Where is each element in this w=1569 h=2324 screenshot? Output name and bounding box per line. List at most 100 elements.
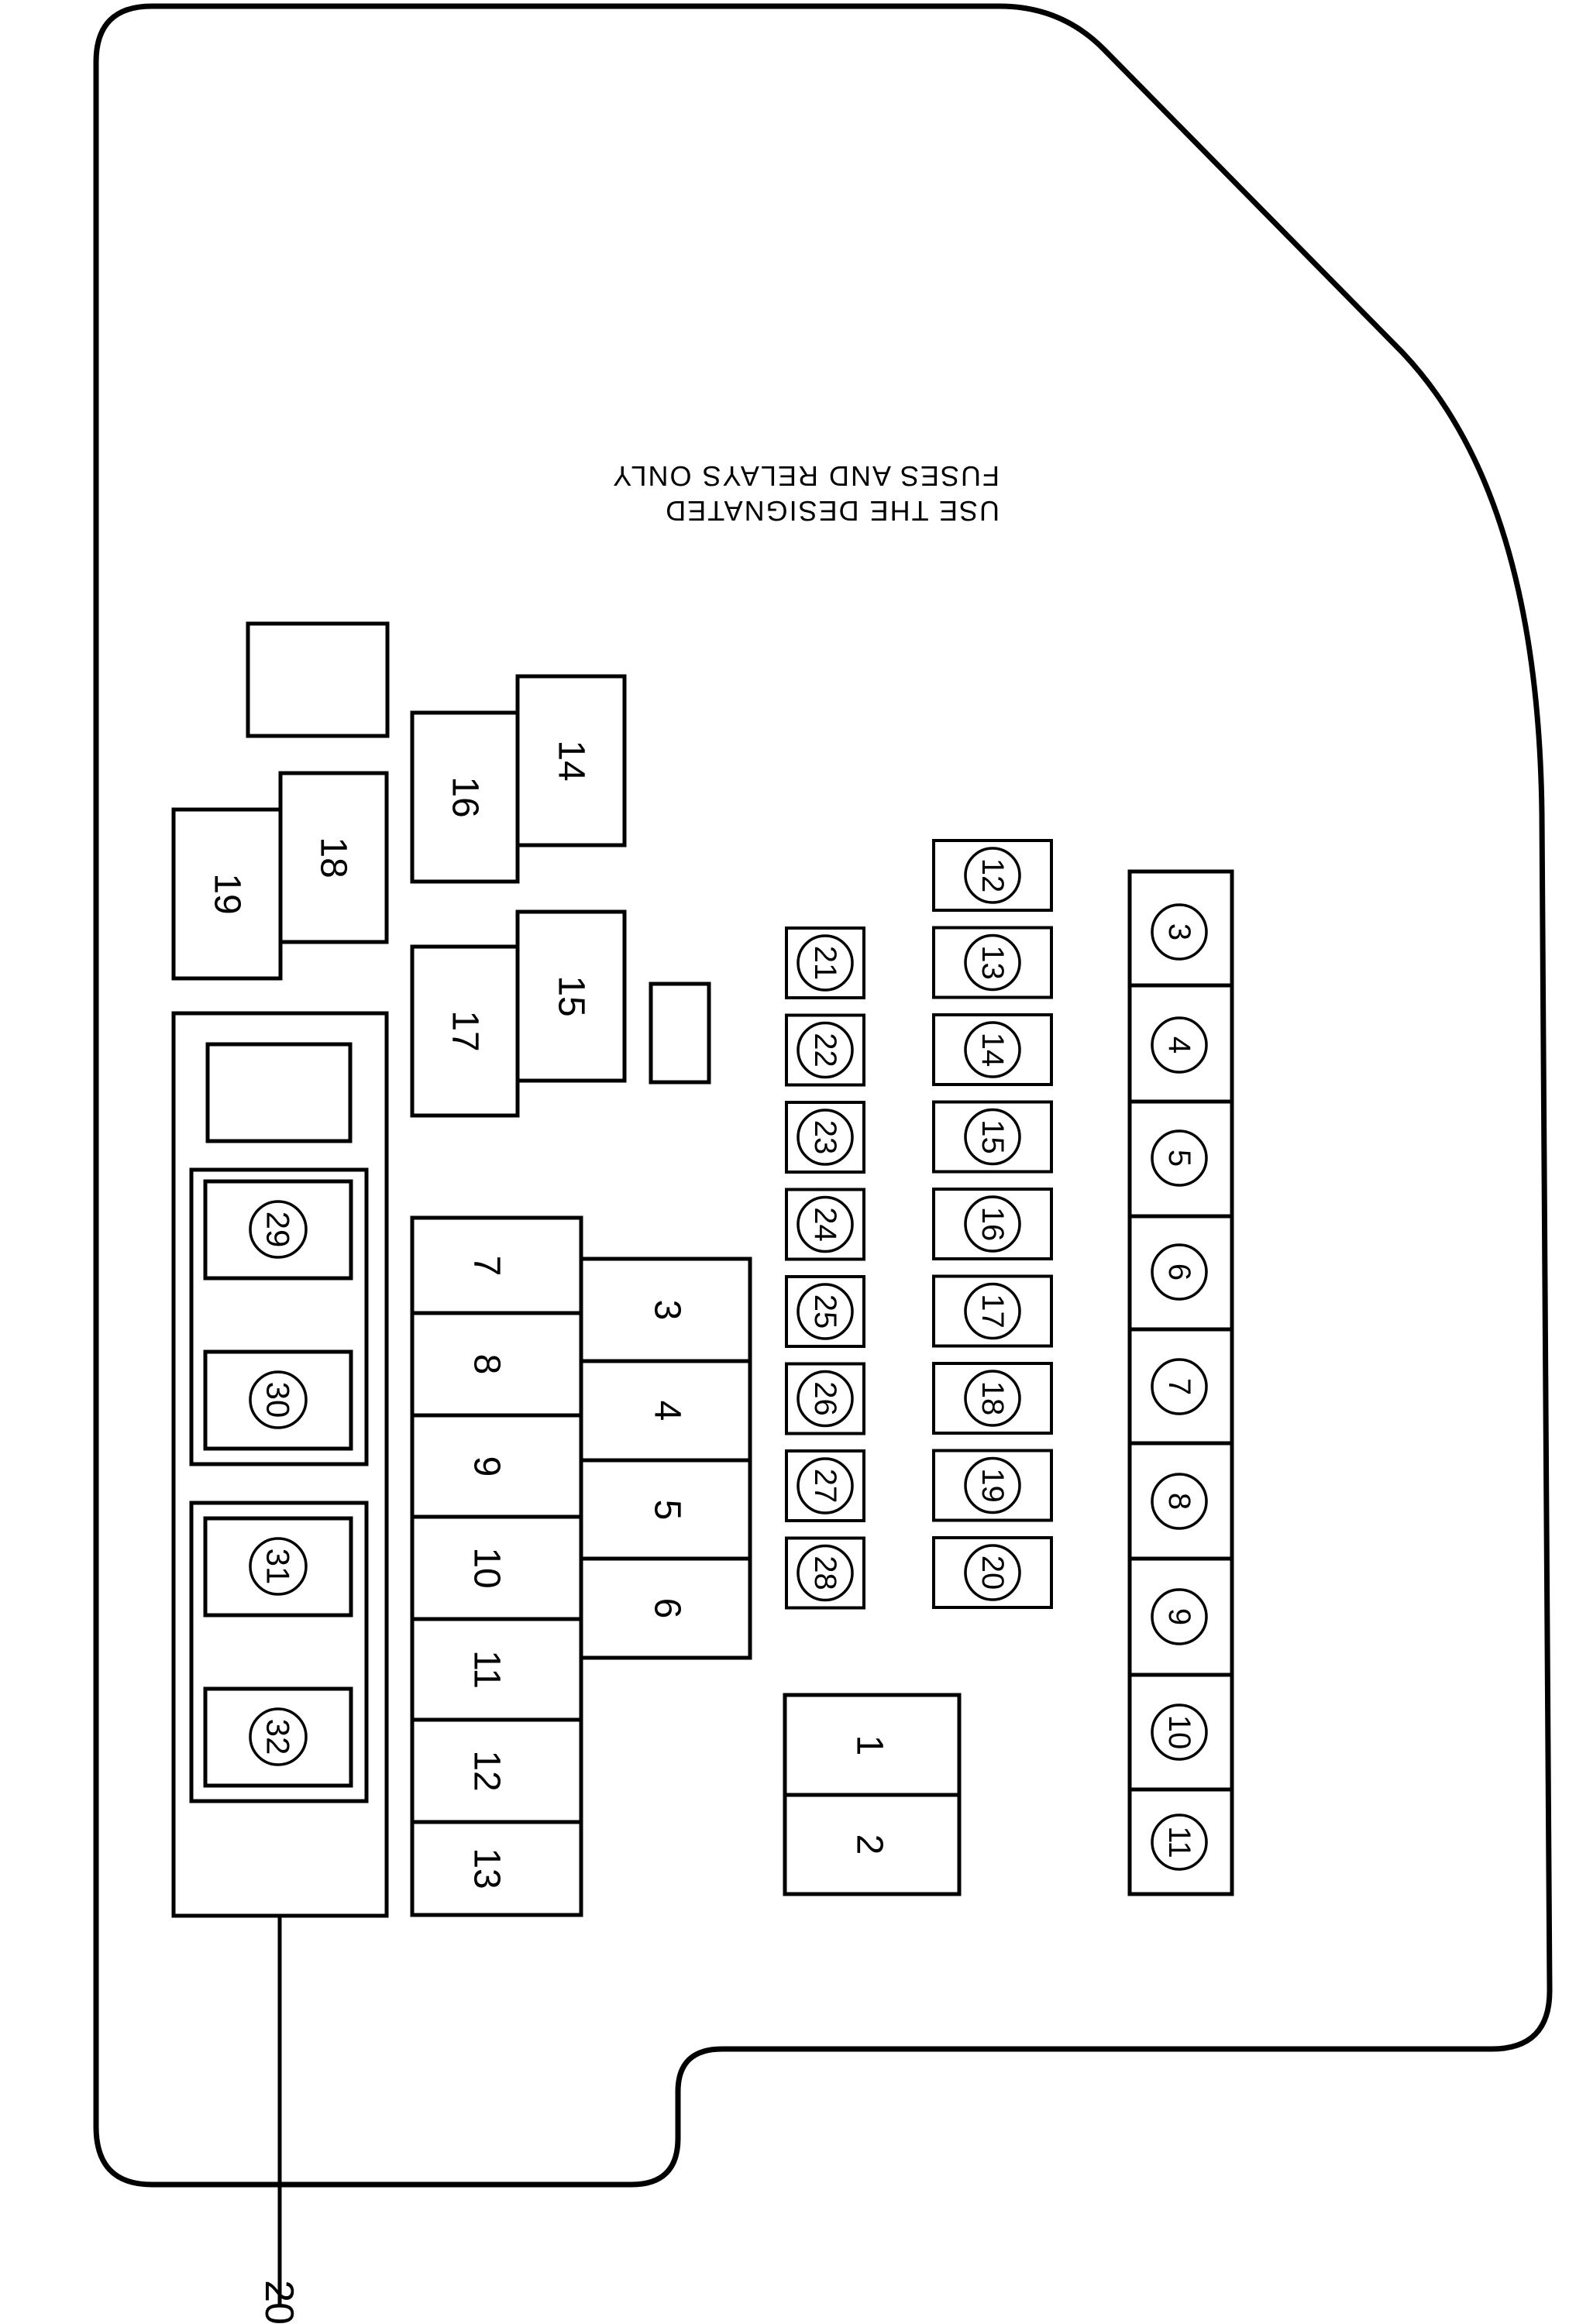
mini-fuse-c4-label: 4 [1162,1037,1196,1054]
relay-14: 14 [515,674,627,847]
mini-fuse-b18-label: 18 [975,1381,1010,1416]
mini-fuse-c10-label: 10 [1162,1715,1196,1750]
fuse-3-label: 3 [647,1300,688,1321]
relay-17-label: 17 [445,1010,486,1051]
mini-fuse-b12-label-ring [964,847,1021,904]
block-fuse-32-label: 32 [260,1719,297,1755]
main-fuse-block [783,1693,962,1896]
warning-line-1: USE THE DESIGNATED [664,495,1000,527]
mini-fuse-22-label-ring [797,1021,854,1079]
mini-fuse-c6-label: 6 [1162,1263,1196,1281]
relay-15: 15 [515,909,627,1083]
mini-fuse-c11-label: 11 [1162,1826,1196,1858]
mini-fuse-25-label: 25 [808,1294,842,1329]
mini-fuse-b17-label-ring [964,1282,1021,1340]
mini-fuse-26-label-ring [797,1370,854,1428]
mini-fuse-b16-label-ring [964,1195,1021,1253]
fuse-5-label: 5 [647,1500,688,1521]
mini-fuse-28-label-ring [797,1544,854,1602]
blank-socket-top [246,621,390,738]
mini-fuse-c5-label-ring [1151,1129,1208,1187]
mini-fuse-27-label: 27 [808,1469,842,1504]
mini-fuse-c3-label: 3 [1162,923,1196,940]
fuse-11-label: 11 [466,1650,508,1689]
relay-16: 16 [410,710,520,884]
fuse-9-label: 9 [466,1456,508,1477]
main-fuse-2-label: 2 [849,1834,890,1855]
mini-fuse-b14-label: 14 [975,1033,1010,1067]
relay-19: 19 [171,807,283,981]
block-fuse-32-label-ring [249,1707,308,1766]
blank-socket-small [649,982,711,1085]
mini-fuse-b20-label: 20 [975,1556,1010,1590]
relay-18-label: 18 [313,837,354,878]
main-fuse-1-label: 1 [849,1735,890,1756]
fuse-13-label: 13 [466,1848,508,1889]
fuse-block-20: 29 30 31 32 [171,1011,389,1918]
mini-fuse-b13-label-ring [964,933,1021,992]
mini-fuse-24-label-ring [797,1195,854,1253]
mini-fuse-c5-label: 5 [1162,1150,1196,1167]
mini-fuse-b15-label: 15 [975,1119,1010,1154]
fuse-10-label: 10 [466,1547,508,1588]
fuse-box-outline [93,3,1553,2188]
mini-fuse-22-label: 22 [808,1033,842,1067]
fuse-column-mid [579,1257,752,1660]
relay-18: 18 [278,771,389,944]
mini-fuse-column-a: 21 22 23 24 25 26 27 28 [785,927,865,1610]
relay-15-label: 15 [551,975,592,1016]
fuse-column-left [410,1215,583,1917]
fuse-12-label: 12 [466,1750,508,1791]
callout-label-20: 20 [256,2280,301,2324]
mini-fuse-c4-label-ring [1151,1016,1208,1074]
mini-fuse-b18-label-ring [964,1370,1021,1427]
mini-fuse-c8-label: 8 [1162,1493,1196,1510]
mini-fuse-column-b: 12 13 14 15 16 17 18 19 20 [932,839,1053,1609]
mini-fuse-23-label-ring [797,1109,854,1166]
mini-fuse-b13-label: 13 [975,945,1010,980]
block-fuse-31-label-ring [249,1537,308,1596]
mini-fuse-b14-label-ring [964,1021,1021,1078]
mini-fuse-c11-label-ring [1151,1813,1208,1871]
fuse-8-label: 8 [466,1354,508,1375]
block-fuse-29-label: 29 [260,1212,297,1248]
fuse-4-label: 4 [647,1401,688,1422]
mini-fuse-27-label-ring [797,1457,854,1514]
mini-fuse-23-label: 23 [808,1120,842,1155]
mini-fuse-b15-label-ring [964,1108,1021,1166]
block-fuse-31-label: 31 [260,1549,297,1585]
block-fuse-30-label: 30 [260,1382,297,1418]
mini-fuse-26-label: 26 [808,1381,842,1416]
mini-fuse-21-label-ring [797,934,854,992]
warning-label: USE THE DESIGNATED FUSES AND RELAYS ONLY [611,460,1000,527]
mini-fuse-c9-label-ring [1151,1588,1208,1645]
mini-fuse-b12-label: 12 [975,858,1010,893]
mini-fuse-28-label: 28 [808,1556,842,1590]
mini-fuse-c7-label-ring [1151,1358,1208,1415]
mini-fuse-b20-label-ring [964,1544,1021,1601]
fuse-block-blank-socket [205,1042,353,1143]
mini-fuse-c8-label-ring [1151,1473,1208,1530]
mini-fuse-25-label-ring [797,1283,854,1340]
block-fuse-29-label-ring [249,1200,308,1259]
relay-14-label: 14 [551,740,592,781]
mini-fuse-b19-label: 19 [975,1468,1010,1503]
block-fuse-30-label-ring [249,1370,308,1429]
warning-line-2: FUSES AND RELAYS ONLY [611,460,1000,492]
mini-fuse-b16-label: 16 [975,1207,1010,1242]
fuse-6-label: 6 [647,1598,688,1619]
mini-fuse-c10-label-ring [1151,1703,1208,1761]
relay-17: 17 [410,944,520,1118]
mini-fuse-c7-label: 7 [1162,1378,1196,1395]
mini-fuse-b17-label: 17 [975,1294,1010,1329]
fuse-7-label: 7 [466,1256,508,1277]
block-fuse-30 [203,1349,353,1451]
mini-fuse-c6-label-ring [1151,1243,1208,1301]
mini-fuse-b19-label-ring [964,1456,1021,1514]
relay-19-label: 19 [207,873,248,914]
mini-fuse-24-label: 24 [808,1207,842,1242]
mini-fuse-21-label: 21 [808,946,842,981]
